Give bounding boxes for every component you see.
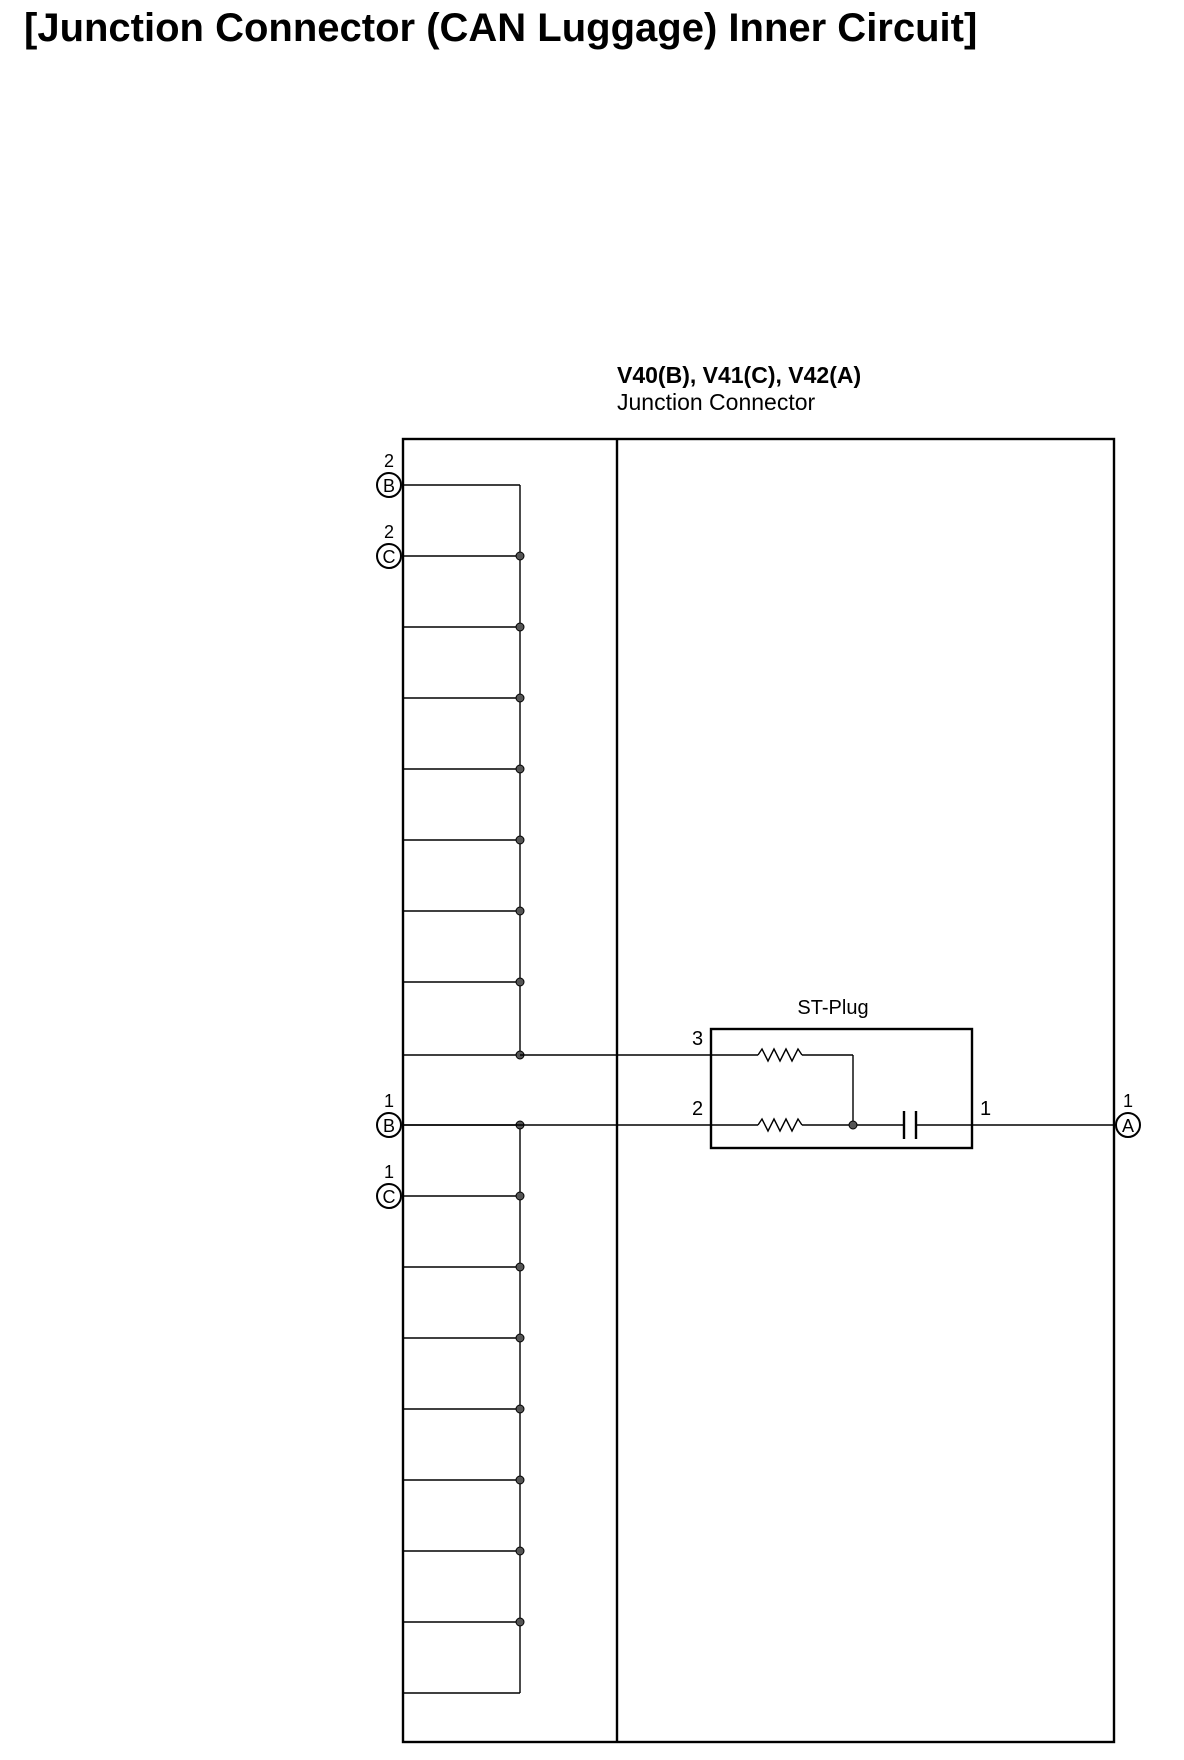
st-plug-label: ST-Plug <box>797 997 868 1019</box>
terminal-b-2-letter: B <box>383 476 395 496</box>
junction-dot <box>515 1475 525 1485</box>
terminal-b-1-letter: B <box>383 1116 395 1136</box>
junction-dot <box>515 1546 525 1556</box>
junction-dot <box>515 835 525 845</box>
junction-dot <box>515 693 525 703</box>
junction-connector-outline <box>401 437 1116 1744</box>
component-id-label: V40(B), V41(C), V42(A) <box>617 362 861 388</box>
junction-dot <box>515 622 525 632</box>
junction-dot <box>515 1333 525 1343</box>
terminal-c-2: 2 C <box>376 522 402 569</box>
terminal-b-2: 2 B <box>376 451 402 498</box>
terminal-c-1-letter: C <box>383 1187 396 1207</box>
st-plug-pin-3: 3 <box>692 1028 703 1050</box>
resistor-symbol-2 <box>757 1117 803 1133</box>
terminal-c-1: 1 C <box>376 1162 402 1209</box>
terminal-a-1: 1 A <box>1115 1091 1141 1138</box>
terminal-c-2-letter: C <box>383 547 396 567</box>
terminal-c-2-pin: 2 <box>384 522 394 542</box>
terminal-a-1-letter: A <box>1122 1116 1134 1136</box>
terminal-b-2-pin: 2 <box>384 451 394 471</box>
junction-dot <box>515 1191 525 1201</box>
component-name-label: Junction Connector <box>617 389 816 415</box>
terminal-b-1-pin: 1 <box>384 1091 394 1111</box>
junction-dot <box>515 906 525 916</box>
st-plug-pin-1: 1 <box>980 1098 991 1120</box>
junction-dot <box>515 1617 525 1627</box>
page-title: [Junction Connector (CAN Luggage) Inner … <box>24 6 978 50</box>
junction-dot <box>515 764 525 774</box>
st-plug-circuit <box>711 1047 972 1139</box>
terminal-b-1: 1 B <box>376 1091 402 1138</box>
junction-dot <box>515 551 525 561</box>
junction-dot <box>515 1404 525 1414</box>
st-plug-box <box>709 1027 974 1150</box>
resistor-symbol-1 <box>757 1047 803 1063</box>
terminal-c-1-pin: 1 <box>384 1162 394 1182</box>
bus-wiring <box>403 484 525 1694</box>
terminal-a-1-pin: 1 <box>1123 1091 1133 1111</box>
junction-dot <box>515 977 525 987</box>
junction-dot <box>515 1262 525 1272</box>
st-plug-pin-2: 2 <box>692 1098 703 1120</box>
